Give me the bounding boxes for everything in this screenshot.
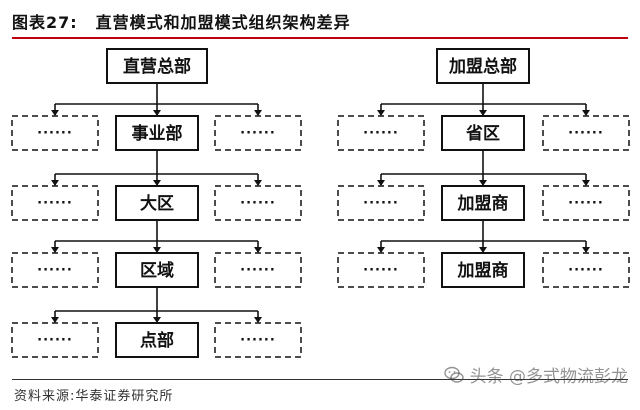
franchise-placeholder-node-label: ······ — [568, 263, 604, 278]
franchise-root-node-label: 加盟总部 — [448, 56, 517, 77]
arrow-head — [153, 110, 161, 116]
franchise-placeholder-node: ······ — [337, 115, 425, 151]
franchise-level-node-label: 加盟商 — [457, 193, 509, 214]
direct-placeholder-node: ······ — [11, 252, 99, 288]
arrow-head — [51, 317, 59, 323]
arrow-head — [582, 110, 590, 116]
direct-level-node: 区域 — [115, 252, 199, 288]
direct-level-node-label: 点部 — [140, 330, 174, 351]
direct-placeholder-node: ······ — [11, 185, 99, 221]
direct-placeholder-node: ······ — [214, 252, 302, 288]
arrow-head — [153, 317, 161, 323]
direct-placeholder-node-label: ······ — [37, 333, 73, 348]
direct-placeholder-node-label: ······ — [240, 126, 276, 141]
figure-label: 图表27: — [12, 13, 78, 32]
arrow-head — [254, 247, 262, 253]
direct-placeholder-node: ······ — [214, 322, 302, 358]
arrow-head — [51, 110, 59, 116]
arrow-head — [582, 180, 590, 186]
franchise-placeholder-node-label: ······ — [363, 196, 399, 211]
arrow-head — [254, 180, 262, 186]
arrow-head — [377, 110, 385, 116]
direct-placeholder-node: ······ — [214, 185, 302, 221]
arrow-head — [254, 317, 262, 323]
direct-level-node: 点部 — [115, 322, 199, 358]
direct-placeholder-node-label: ······ — [37, 196, 73, 211]
figure-title: 直营模式和加盟模式组织架构差异 — [95, 13, 351, 32]
arrow-head — [377, 247, 385, 253]
title-divider — [12, 37, 628, 39]
arrow-head — [479, 180, 487, 186]
source-note: 资料来源:华泰证券研究所 — [14, 389, 174, 404]
franchise-placeholder-node-label: ······ — [363, 126, 399, 141]
figure-title-bar: 图表27: 直营模式和加盟模式组织架构差异 — [12, 6, 628, 36]
arrow-head — [51, 180, 59, 186]
arrow-head — [153, 247, 161, 253]
franchise-placeholder-node: ······ — [337, 252, 425, 288]
direct-placeholder-node-label: ······ — [240, 196, 276, 211]
franchise-level-node: 省区 — [441, 115, 525, 151]
direct-placeholder-node-label: ······ — [240, 263, 276, 278]
franchise-placeholder-node-label: ······ — [363, 263, 399, 278]
watermark-text: 头条 @多式物流彭龙 — [469, 367, 628, 387]
direct-level-node-label: 事业部 — [132, 123, 183, 144]
franchise-placeholder-node-label: ······ — [568, 126, 604, 141]
franchise-placeholder-node: ······ — [542, 115, 630, 151]
franchise-placeholder-node-label: ······ — [568, 196, 604, 211]
franchise-level-node-label: 加盟商 — [457, 260, 509, 281]
direct-level-node-label: 大区 — [140, 193, 174, 214]
arrow-head — [377, 180, 385, 186]
franchise-level-node-label: 省区 — [465, 123, 500, 144]
franchise-placeholder-node: ······ — [542, 185, 630, 221]
direct-root-node-label: 直营总部 — [123, 56, 191, 77]
franchise-level-node: 加盟商 — [441, 252, 525, 288]
footer-divider — [12, 379, 628, 380]
arrow-head — [479, 110, 487, 116]
arrow-head — [153, 180, 161, 186]
direct-placeholder-node: ······ — [11, 115, 99, 151]
direct-level-node: 大区 — [115, 185, 199, 221]
arrow-head — [254, 110, 262, 116]
direct-placeholder-node: ······ — [214, 115, 302, 151]
watermark: 头条 @多式物流彭龙 — [443, 362, 628, 387]
direct-placeholder-node: ······ — [11, 322, 99, 358]
franchise-root-node: 加盟总部 — [436, 48, 530, 84]
direct-level-node-label: 区域 — [140, 260, 174, 281]
direct-root-node: 直营总部 — [106, 48, 208, 84]
arrow-head — [51, 247, 59, 253]
direct-placeholder-node-label: ······ — [240, 333, 276, 348]
direct-placeholder-node-label: ······ — [37, 263, 73, 278]
wechat-icon — [443, 366, 464, 383]
franchise-placeholder-node: ······ — [337, 185, 425, 221]
direct-level-node: 事业部 — [115, 115, 199, 151]
arrow-head — [582, 247, 590, 253]
franchise-level-node: 加盟商 — [441, 185, 525, 221]
direct-placeholder-node-label: ······ — [37, 126, 73, 141]
arrow-head — [479, 247, 487, 253]
franchise-placeholder-node: ······ — [542, 252, 630, 288]
